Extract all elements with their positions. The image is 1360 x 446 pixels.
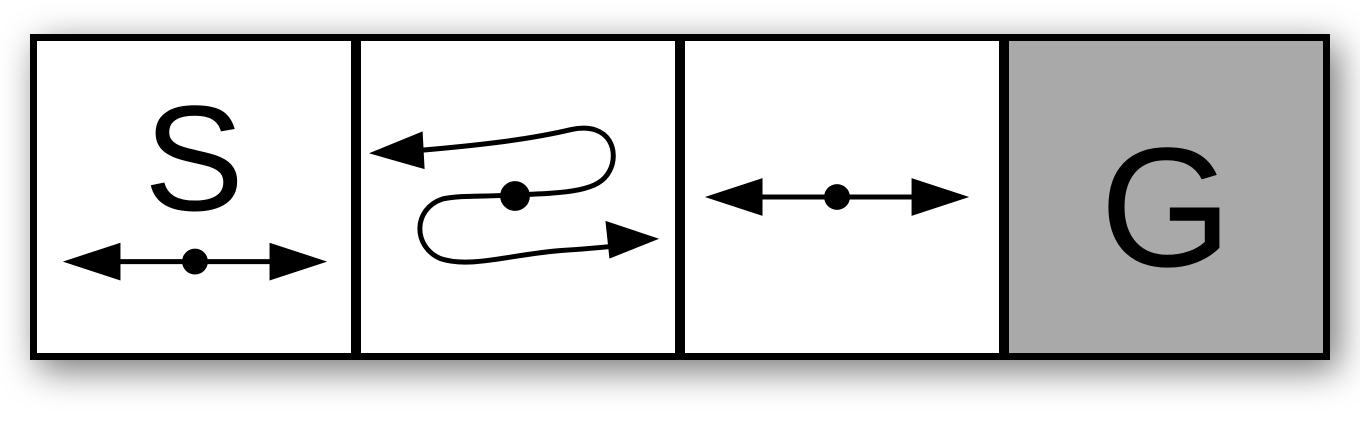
cell-goal: G: [1009, 41, 1323, 353]
looping-path-arrow-icon: [368, 125, 660, 265]
goal-label: G: [1099, 113, 1233, 303]
cell-deterministic: [685, 41, 999, 353]
cell-stochastic: [361, 41, 675, 353]
bidirectional-arrow-icon: [62, 242, 328, 281]
cell-start: S: [37, 41, 351, 353]
start-label: S: [143, 74, 245, 242]
state-strip: S: [30, 34, 1330, 360]
bidirectional-arrow-icon: [704, 178, 970, 216]
